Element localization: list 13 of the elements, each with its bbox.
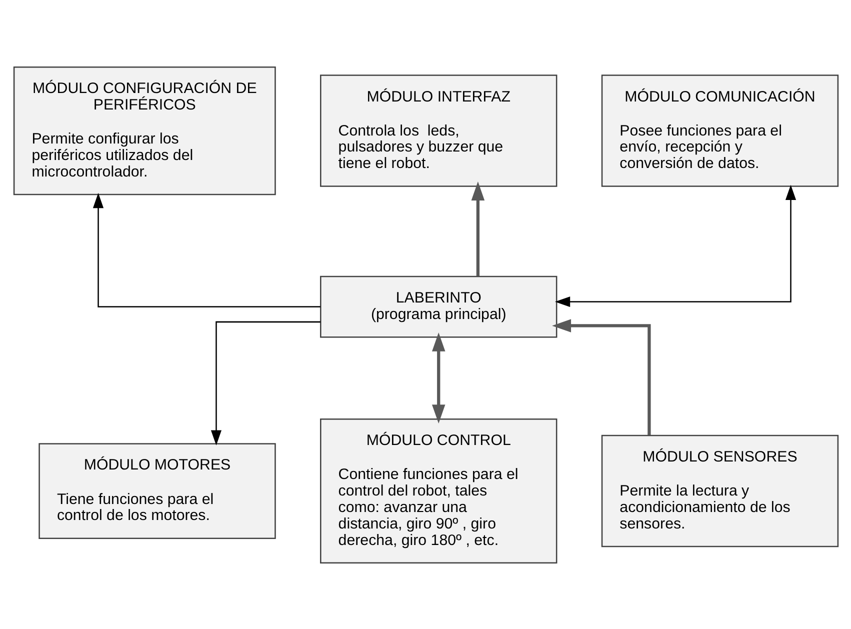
node-box: MÓDULO INTERFAZ Controla los leds, pulsadores y buzzer que tiene el robot. (320, 74, 557, 186)
arrow (552, 318, 650, 435)
node-box: MÓDULO CONFIGURACIÓN DE PERIFÉRICOS Permite configurar los periféricos utilizados del microcontrolador. (12, 66, 276, 195)
arrow (470, 181, 484, 276)
arrow (92, 192, 320, 307)
node-box: MÓDULO CONTROL Contiene funciones para el control del robot, tales como: avanzar una distancia, giro 90º , giro derecha, giro 180º , etc. (320, 418, 557, 564)
arrow (554, 184, 796, 307)
node-box: MÓDULO MOTORES Tiene funciones para el control de los motores. (38, 442, 276, 538)
node-box: LABERINTO (programa principal) (320, 275, 557, 338)
arrow (210, 320, 320, 445)
node-box: MÓDULO COMUNICACIÓN Posee funciones para el envío, recepción y conversión de datos. (600, 74, 838, 186)
node-box: MÓDULO SENSORES Permite la lectura y acondicionamiento de los sensores. (600, 434, 838, 547)
arrow (431, 332, 445, 424)
